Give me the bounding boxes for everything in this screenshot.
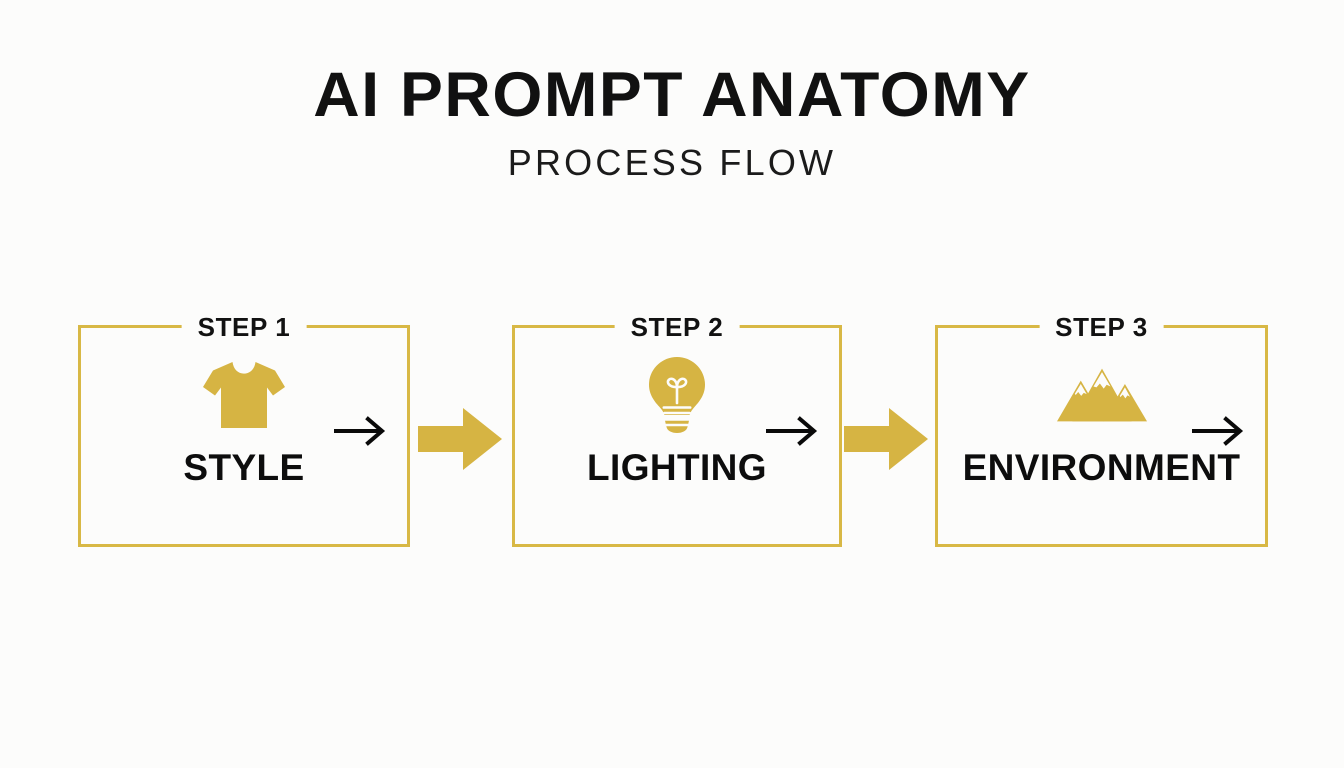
mountain-icon — [1056, 356, 1147, 434]
step-name-3: ENVIRONMENT — [962, 447, 1241, 488]
step-card-2-content: LIGHTING — [515, 328, 839, 544]
step-name-1: STYLE — [183, 447, 305, 488]
step-card-2[interactable]: STEP 2 — [512, 311, 842, 547]
block-arrow-right-icon-2 — [844, 408, 928, 470]
header: AI PROMPT ANATOMY PROCESS FLOW — [0, 62, 1344, 184]
step-label-2: STEP 2 — [614, 311, 740, 344]
arrow-right-icon — [1189, 414, 1247, 448]
tshirt-icon — [199, 356, 289, 434]
step-label-3: STEP 3 — [1039, 311, 1164, 344]
step-card-3[interactable]: STEP 3 ENVIRONMENT — [935, 311, 1268, 547]
arrow-right-icon — [331, 414, 389, 448]
step-card-1-content: STYLE — [81, 328, 407, 544]
arrow-right-icon — [763, 414, 821, 448]
lightbulb-icon — [632, 356, 722, 434]
page-title: AI PROMPT ANATOMY — [313, 60, 1031, 130]
step-name-2: LIGHTING — [587, 447, 767, 488]
block-arrow-right-icon-1 — [418, 408, 502, 470]
process-flow: STEP 1 STYLE — [78, 311, 1268, 547]
step-card-1[interactable]: STEP 1 STYLE — [78, 311, 410, 547]
step-card-3-content: ENVIRONMENT — [938, 328, 1265, 544]
step-label-1: STEP 1 — [181, 311, 307, 344]
page-subtitle: PROCESS FLOW — [507, 142, 837, 184]
